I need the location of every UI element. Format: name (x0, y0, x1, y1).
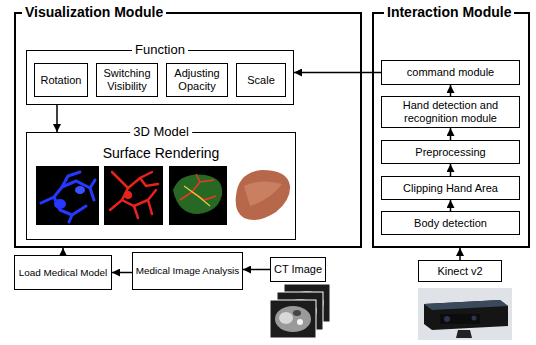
arrow-connector (450, 128, 452, 140)
process-box: Load Medical Model (14, 255, 112, 290)
group-title: Visualization Module (22, 5, 166, 19)
process-box: Body detection (381, 211, 520, 235)
process-box: command module (381, 60, 520, 85)
box-label: Body detection (414, 217, 487, 230)
arrow-connector (62, 248, 64, 255)
module-frame: Visualization ModuleFunctionRotationSwit… (14, 12, 362, 248)
ct-slice-stack (270, 284, 330, 338)
device-box: Kinect v2 (418, 260, 502, 282)
liver-vessel-render (169, 166, 227, 225)
box-label: Rotation (41, 74, 82, 87)
arrow-connector (294, 72, 381, 74)
box-label: CT Image (274, 263, 322, 276)
box-label: Scale (247, 74, 275, 87)
vessel-render-red (104, 166, 163, 225)
box-label: Load Medical Model (19, 267, 108, 278)
group-title: Interaction Module (384, 5, 514, 19)
process-box: Medical Image Analysis (132, 252, 243, 290)
function-box: Scale (236, 63, 286, 97)
liver-surface-render (236, 170, 290, 220)
module-frame: Interaction Modulecommand moduleHand det… (372, 12, 530, 248)
box-label: Switching Visibility (99, 67, 155, 92)
box-label: command module (407, 66, 494, 79)
vessel-render-blue (36, 166, 99, 225)
box-label: Adjusting Opacity (169, 67, 225, 92)
arrow-connector (56, 105, 58, 132)
box-label: Clipping Hand Area (403, 182, 498, 195)
arrow-connector (459, 248, 461, 260)
process-box: Hand detection and recognition module (381, 96, 520, 128)
box-label: Medical Image Analysis (136, 265, 240, 276)
arrow-connector (450, 85, 452, 96)
process-box: Preprocessing (381, 140, 520, 164)
box-label: Kinect v2 (437, 265, 482, 278)
group-title: 3D Model (130, 125, 192, 138)
box-label: Hand detection and recognition module (384, 99, 517, 124)
arrow-connector (112, 272, 132, 274)
arrow-connector (450, 164, 452, 176)
group-subtitle: Surface Rendering (27, 145, 295, 161)
box-label: Preprocessing (415, 146, 485, 159)
group-box: 3D ModelSurface Rendering (26, 132, 296, 240)
arrow-connector (450, 200, 452, 211)
kinect-sensor (418, 288, 512, 340)
function-box: Switching Visibility (96, 63, 158, 97)
function-box: Adjusting Opacity (166, 63, 228, 97)
function-box: Rotation (34, 63, 88, 97)
arrow-connector (243, 269, 270, 271)
group-title: Function (132, 43, 188, 56)
group-box: FunctionRotationSwitching VisibilityAdju… (26, 50, 294, 105)
input-box: CT Image (270, 257, 326, 282)
process-box: Clipping Hand Area (381, 176, 520, 200)
